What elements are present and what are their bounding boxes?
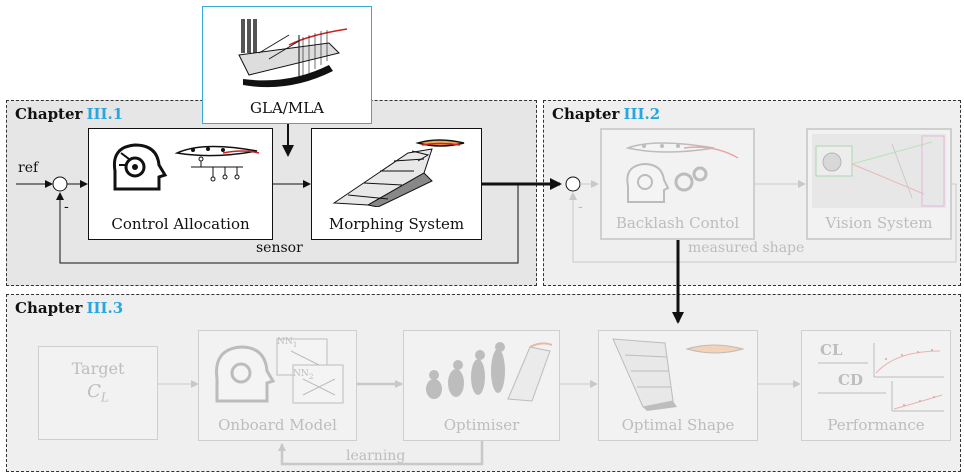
minus-sign-1: - <box>64 199 69 215</box>
optimal-shape-block: Optimal Shape <box>598 330 758 441</box>
onboard-model-block: NN1 NN2 Onboard Model <box>198 330 357 441</box>
performance-plot-icon <box>818 343 944 412</box>
gla-mla-block: GLA/MLA <box>202 6 372 124</box>
cd-label: CD <box>838 371 863 389</box>
optimal-wing-icon <box>612 338 745 411</box>
performance-label: Performance <box>827 416 925 434</box>
backlash-control-block: Backlash Contol <box>600 128 755 240</box>
morphing-wing-icon <box>332 139 465 207</box>
learning-label: learning <box>346 448 406 464</box>
control-allocation-label: Control Allocation <box>111 215 250 233</box>
performance-block: CL CD Performance <box>801 330 951 441</box>
optimal-shape-label: Optimal Shape <box>621 416 735 434</box>
target-cl-symbol: CL <box>87 381 109 405</box>
optimiser-block: Optimiser <box>403 330 560 441</box>
vision-system-label: Vision System <box>825 214 933 232</box>
morphing-system-block: Morphing System <box>311 128 482 240</box>
cl-label: CL <box>820 341 843 359</box>
target-cl-block: Target CL <box>38 346 158 440</box>
nn1-label: NN1 <box>277 337 298 349</box>
measured-shape-label: measured shape <box>688 240 805 256</box>
wing-load-alleviation-icon <box>238 19 348 88</box>
minus-sign-2: - <box>578 199 583 215</box>
ref-label: ref <box>18 160 39 176</box>
morphing-system-label: Morphing System <box>328 215 465 233</box>
vision-system-block: Vision System <box>806 128 952 240</box>
nn2-label: NN2 <box>293 369 314 381</box>
sensor-label: sensor <box>256 240 303 256</box>
vision-camera-image <box>812 134 946 208</box>
robot-neural-net-icon <box>215 338 344 404</box>
optimiser-label: Optimiser <box>443 416 520 434</box>
control-allocation-block: Control Allocation <box>88 128 273 240</box>
robot-head-icon <box>112 143 168 191</box>
backlash-control-label: Backlash Contol <box>615 214 740 232</box>
airfoil-actuator-icon <box>174 145 260 182</box>
airfoil-robot-gears-icon <box>625 142 739 203</box>
target-title: Target <box>71 359 125 378</box>
onboard-model-label: Onboard Model <box>218 416 337 434</box>
evolution-icon <box>426 342 552 402</box>
gla-mla-label: GLA/MLA <box>250 99 324 117</box>
